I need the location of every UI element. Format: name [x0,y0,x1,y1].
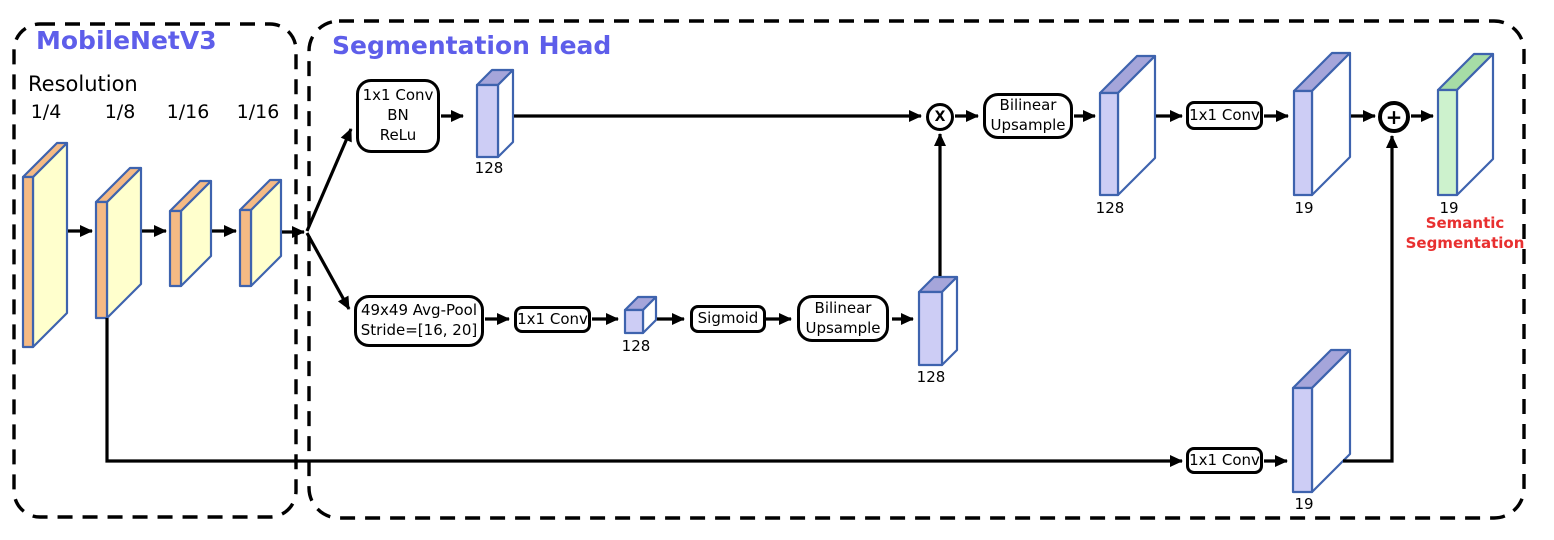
tensor-19-skip [1291,348,1352,494]
feature-block-1-8 [94,166,143,320]
tensor-128-top-branch [475,68,515,159]
semantic-label-line2: Segmentation [1405,234,1525,252]
arrow-fork-convbnrelu [305,128,353,232]
sigmoid-box: Sigmoid [690,305,766,333]
avg-pool-line1: 49x49 Avg-Pool [360,301,478,320]
add-node: + [1378,101,1410,133]
tensor-19-upper-label: 19 [1294,199,1314,217]
bilinear-upper-line2: Upsample [990,116,1066,134]
tensor-128-top-label: 128 [474,159,504,177]
arrow-fork-avgpool [305,232,351,310]
bilinear-upper-line1: Bilinear [999,96,1057,115]
feature-block-1-16-a [168,179,213,288]
t19skip-to-add-line [1343,135,1398,463]
segmentation-head-title: Segmentation Head [332,31,612,60]
tensor-128-upsampled [917,275,959,367]
conv-1x1-skip-box: 1x1 Conv [1186,447,1263,474]
conv-1x1-upper-box: 1x1 Conv [1186,101,1263,130]
feature-block-1-16-b [238,178,283,288]
tensor-19-output [1436,52,1495,197]
resolution-1-4: 1/4 [30,101,62,123]
tensor-19-skip-label: 19 [1294,495,1314,513]
connection-arrows [68,110,1434,467]
conv-bn-relu-line2: BN [387,106,409,125]
conv-bn-relu-line3: ReLu [379,125,417,144]
backbone-title: MobileNetV3 [36,26,217,55]
conv-bn-relu-box: 1x1 Conv BN ReLu [356,79,440,153]
backbone-feature-blocks [21,141,283,349]
bilinear-upsample-upper-box: Bilinear Upsample [983,93,1073,139]
tensor-19-upper [1292,51,1352,197]
tensor-19-output-label: 19 [1439,199,1459,217]
resolution-1-16-b: 1/16 [236,101,280,123]
feature-block-1-4 [21,141,69,349]
conv-bn-relu-line1: 1x1 Conv [362,86,434,105]
head-tensor-blocks [475,51,1495,494]
segmentation-head-dashed-box [307,19,1526,520]
conv-1x1-lower-box: 1x1 Conv [514,306,591,333]
resolution-1-16-a: 1/16 [166,101,210,123]
tensor-128-small-cube [623,295,658,335]
multiply-node: X [926,103,954,131]
tensor-128-attention-out [1098,54,1157,197]
tensor-128-attention-label: 128 [1095,199,1125,217]
avg-pool-line2: Stride=[16, 20] [360,321,478,339]
semantic-label-line1: Semantic [1425,214,1505,232]
tensor-128-small-label: 128 [621,337,651,355]
bilinear-lower-line2: Upsample [805,318,881,337]
bilinear-lower-line1: Bilinear [814,298,872,317]
tensor-128-upsampled-label: 128 [916,368,946,386]
resolution-label: Resolution [28,72,138,96]
mobilenet-dashed-box [12,22,298,519]
resolution-1-8: 1/8 [104,101,136,123]
bilinear-upsample-lower-box: Bilinear Upsample [797,295,889,342]
skip-connection-line [105,318,1183,467]
avg-pool-box: 49x49 Avg-Pool Stride=[16, 20] [354,295,484,347]
